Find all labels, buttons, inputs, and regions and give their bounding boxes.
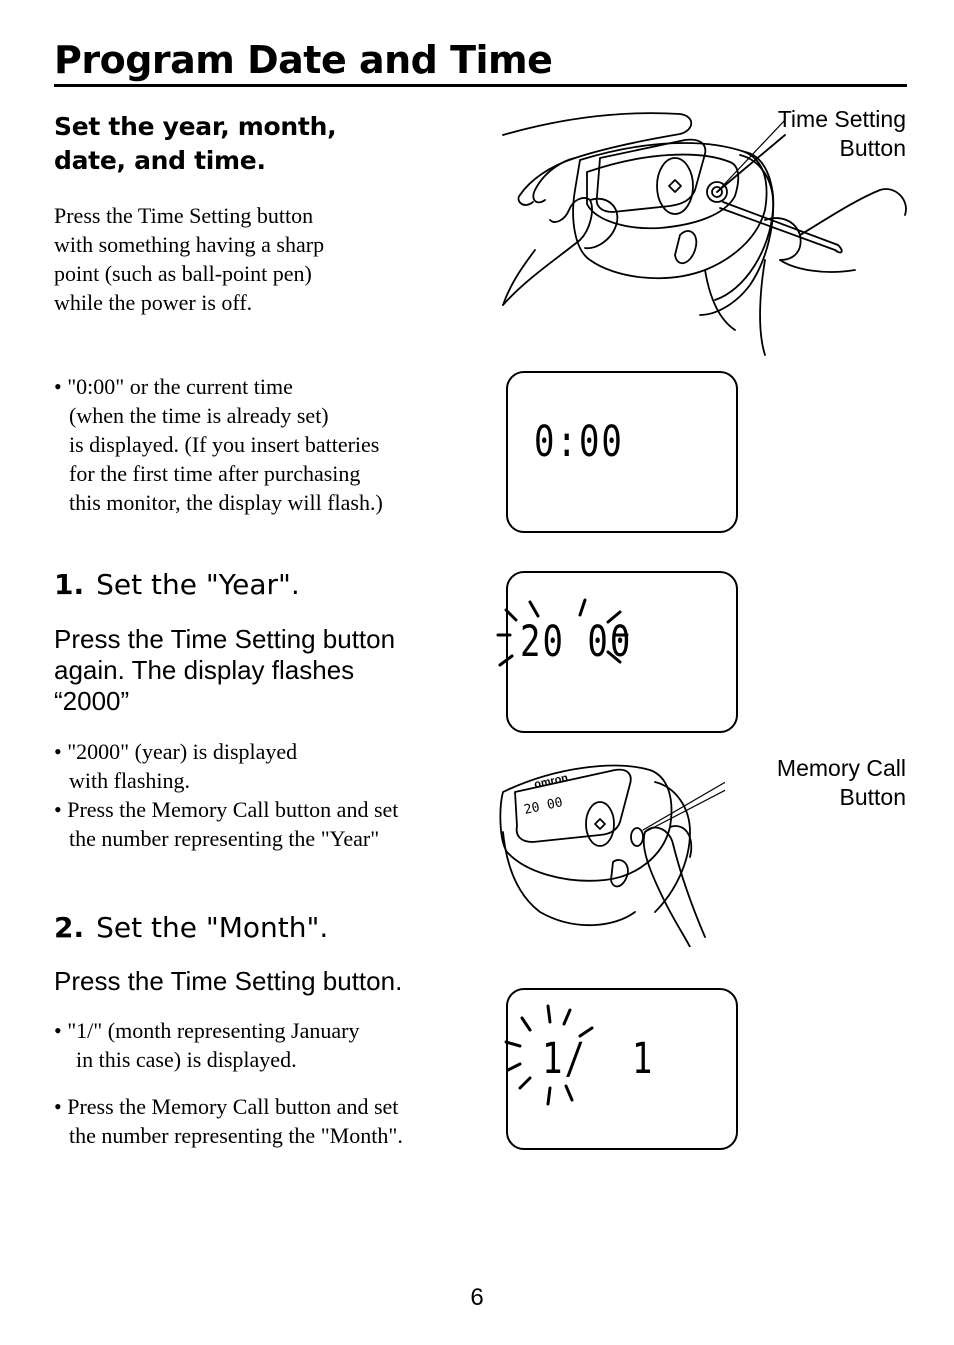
page-title: Program Date and Time bbox=[54, 38, 553, 82]
time-setting-button-label: Time Setting Button bbox=[706, 105, 906, 163]
bullet-line: in this case) is displayed. bbox=[76, 1047, 297, 1072]
lcd-time-value: 0:00 bbox=[534, 417, 624, 467]
bullet-line: • Press the Memory Call button and set bbox=[54, 1094, 399, 1119]
step-1-bullets: • "2000" (year) is displayed with flashi… bbox=[54, 737, 398, 853]
device-small-display: 20 00 bbox=[523, 795, 564, 818]
note-line: for the first time after purchasing bbox=[69, 461, 361, 486]
instruction-line: Press the Time Setting button bbox=[54, 624, 396, 654]
intro-line: with something having a sharp bbox=[54, 232, 325, 257]
bullet-line: • Press the Memory Call button and set bbox=[54, 797, 399, 822]
lcd-year-value: 20 00 bbox=[520, 617, 633, 667]
subhead-line-1: Set the year, month, bbox=[54, 112, 337, 141]
step-2-heading: 2. Set the "Month". bbox=[54, 911, 328, 944]
step-1-instruction: Press the Time Setting button again. The… bbox=[54, 624, 395, 717]
bullet-line: with flashing. bbox=[69, 768, 190, 793]
flash-indicator-icon bbox=[504, 1004, 594, 1106]
page-number: 6 bbox=[470, 1284, 484, 1311]
step-1-heading: 1. Set the "Year". bbox=[54, 568, 300, 601]
lcd-month-display: 1/ 1 bbox=[506, 988, 738, 1150]
intro-line: point (such as ball-point pen) bbox=[54, 261, 312, 286]
title-rule bbox=[54, 84, 907, 87]
instruction-line: again. The display flashes bbox=[54, 655, 355, 685]
memory-call-illustration: omron 20 00 bbox=[499, 764, 725, 947]
lcd-year-display: 20 00 bbox=[506, 571, 738, 733]
subhead-line-2: date, and time. bbox=[54, 146, 266, 175]
note-line: (when the time is already set) bbox=[69, 403, 329, 428]
step-2-number: 2. bbox=[54, 911, 85, 944]
step-2-bullets: • "1/" (month representing January in th… bbox=[54, 1016, 403, 1150]
label-line: Button bbox=[839, 135, 907, 161]
note-line: is displayed. (If you insert batteries bbox=[69, 432, 380, 457]
step-1-title: Set the "Year". bbox=[96, 568, 300, 601]
instruction-line: “2000” bbox=[54, 686, 130, 716]
memory-call-button-label: Memory Call Button bbox=[706, 754, 906, 812]
section-subhead: Set the year, month, date, and time. bbox=[54, 110, 337, 178]
note-line: • "0:00" or the current time bbox=[54, 374, 293, 399]
label-line: Memory Call bbox=[776, 755, 906, 781]
step-2-title: Set the "Month". bbox=[96, 911, 329, 944]
bullet-line: the number representing the "Month". bbox=[69, 1123, 403, 1148]
intro-line: while the power is off. bbox=[54, 290, 253, 315]
lcd-month-value: 1/ 1 bbox=[542, 1034, 655, 1084]
step-1-number: 1. bbox=[54, 568, 85, 601]
flash-indicator-icon bbox=[496, 598, 629, 667]
device-brand-text: omron bbox=[533, 772, 569, 791]
step-2-instruction: Press the Time Setting button. bbox=[54, 966, 403, 996]
bullet-line: the number representing the "Year" bbox=[69, 826, 380, 851]
time-setting-illustration bbox=[502, 112, 907, 356]
bullet-line: • "1/" (month representing January bbox=[54, 1018, 360, 1043]
lcd-time-display: 0:00 bbox=[506, 371, 738, 533]
time-display-note: • "0:00" or the current time (when the t… bbox=[54, 372, 383, 517]
bullet-line: • "2000" (year) is displayed bbox=[54, 739, 298, 764]
label-line: Button bbox=[839, 784, 907, 810]
intro-line: Press the Time Setting button bbox=[54, 203, 314, 228]
intro-paragraph: Press the Time Setting button with somet… bbox=[54, 201, 324, 317]
note-line: this monitor, the display will flash.) bbox=[69, 490, 383, 515]
label-line: Time Setting bbox=[777, 106, 906, 132]
